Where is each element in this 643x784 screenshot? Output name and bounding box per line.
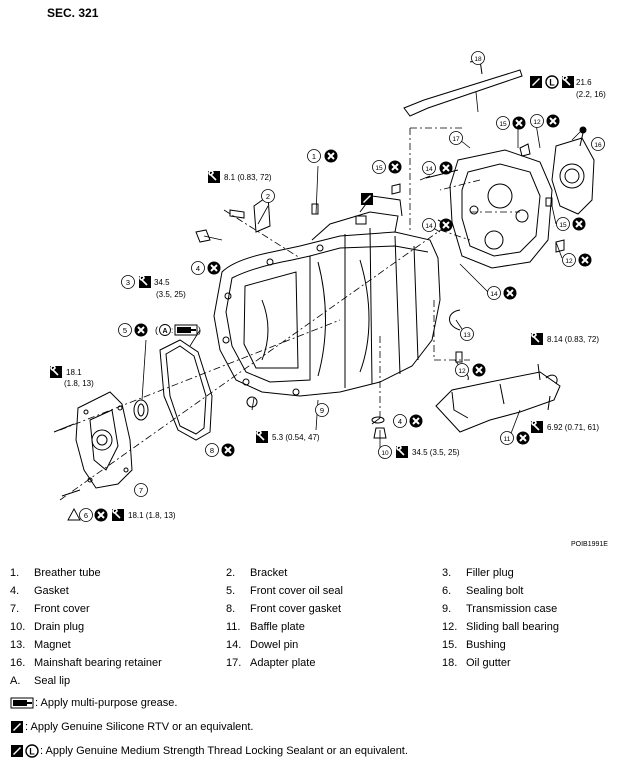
drain-plug-torque: 34.5 (3.5, 25): [412, 448, 460, 457]
warning-triangle-icon: [67, 508, 81, 521]
svg-text:L: L: [29, 747, 35, 757]
thread-lock-icon: [545, 75, 559, 89]
callout-15c-circle: [556, 217, 570, 231]
baffle-torque-b: 6.92 (0.71, 61): [547, 423, 599, 432]
callout-14a-circle: [422, 161, 436, 175]
seal-lip-letter: A: [162, 328, 167, 335]
figure-code: POIB1991E: [571, 541, 608, 548]
callout-15b-number: 15: [499, 121, 507, 128]
callout-18-circle: [471, 51, 485, 65]
x-circle-icon: [93, 113, 593, 523]
transmission-case: [213, 195, 441, 397]
callout-11-circle: [500, 431, 514, 445]
callout-10-number: 10: [381, 450, 389, 457]
rtv-note-text: : Apply Genuine Silicone RTV or an equiv…: [25, 721, 254, 733]
callout-4a-number: 4: [196, 264, 200, 273]
callout-2-circle: [261, 189, 275, 203]
oil-gutter: [403, 59, 523, 117]
callout-14b-number: 14: [425, 223, 433, 230]
callout-16-circle: [591, 137, 605, 151]
callout-4a-circle: [191, 261, 205, 275]
callout-2-number: 2: [266, 192, 270, 201]
callout-14a-number: 14: [425, 166, 433, 173]
callout-13-circle: [460, 327, 474, 341]
callout-16-number: 16: [594, 142, 602, 149]
bearing-retainer: [551, 126, 595, 215]
callout-14c-circle: [487, 286, 501, 300]
symbol-notes: : Apply multi-purpose grease. : Apply Ge…: [10, 693, 408, 765]
callout-8-circle: [205, 443, 219, 457]
callout-7-number: 7: [139, 486, 143, 495]
sealant-tube-icon: [11, 721, 23, 734]
callout-1-number: 1: [312, 152, 316, 161]
grease-gun-icon: [174, 324, 198, 336]
leader-lines: [141, 91, 581, 448]
sealant-tube-icon: [11, 745, 23, 758]
callout-1-circle: [307, 149, 321, 163]
grease-gun-icon: [10, 697, 34, 709]
rtv-note: : Apply Genuine Silicone RTV or an equiv…: [10, 717, 408, 741]
section-title: SEC. 321: [47, 6, 99, 20]
baffle-torque-a: 8.14 (0.83, 72): [547, 335, 599, 344]
callout-6-number: 6: [84, 511, 88, 520]
grease-note-text: : Apply multi-purpose grease.: [35, 697, 178, 709]
front-cover-torque: 18.1: [66, 368, 82, 377]
callout-6-circle: [79, 508, 93, 522]
callout-4b-circle: [393, 414, 407, 428]
callout-12a-number: 12: [533, 119, 541, 126]
callout-8-number: 8: [210, 446, 214, 455]
exploded-diagram: L: [49, 51, 606, 523]
callout-15c-number: 15: [559, 222, 567, 229]
front-cover-gasket: [159, 339, 213, 441]
svg-text::: :: [171, 326, 173, 335]
oil-seal: [133, 399, 149, 421]
gutter-bolt-torque-alt: (2.2, 16): [576, 90, 606, 99]
callout-9-number: 9: [320, 406, 324, 415]
callout-12c-circle: [455, 363, 469, 377]
lock-note: L : Apply Genuine Medium Strength Thread…: [10, 741, 408, 765]
small-parts: [53, 143, 565, 497]
parts-legend: 1.Breather tube 2.Bracket 3.Filler plug …: [10, 567, 559, 687]
callout-7-circle: [134, 483, 148, 497]
baffle-plate: [435, 371, 561, 433]
callout-12c-number: 12: [458, 368, 466, 375]
sealing-bolt-torque: 18.1 (1.8, 13): [128, 511, 176, 520]
svg-text:(: (: [155, 325, 158, 335]
callout-5-number: 5: [123, 326, 127, 335]
callout-17-circle: [449, 131, 463, 145]
thread-lock-icon: L: [25, 744, 39, 758]
svg-text:): ): [198, 325, 201, 335]
callout-3-circle: [121, 275, 135, 289]
callout-17-number: 17: [452, 136, 460, 143]
case-bolt-torque: 5.3 (0.54, 47): [272, 433, 320, 442]
filler-plug-torque-alt: (3.5, 25): [156, 290, 186, 299]
callout-12a-circle: [530, 114, 544, 128]
callout-15a-number: 15: [375, 165, 383, 172]
callout-5-circle: [118, 323, 132, 337]
gutter-bolt-torque: 21.6: [576, 78, 592, 87]
adapter-plate: [449, 149, 553, 269]
filler-plug-torque: 34.5: [154, 278, 170, 287]
callout-13-number: 13: [463, 332, 471, 339]
callout-12b-number: 12: [565, 258, 573, 265]
seal-lip-marker: ( A : ): [155, 324, 201, 336]
front-cover: [75, 391, 133, 489]
bracket-bolt-torque: 8.1 (0.83, 72): [224, 173, 272, 182]
callout-15b-circle: [496, 116, 510, 130]
front-cover-torque-alt: (1.8, 13): [64, 379, 94, 388]
callout-4b-number: 4: [398, 417, 402, 426]
callout-11-number: 11: [504, 436, 511, 443]
callout-12b-circle: [562, 253, 576, 267]
callout-18-number: 18: [474, 56, 482, 63]
callout-14c-number: 14: [490, 291, 498, 298]
callout-15a-circle: [372, 160, 386, 174]
lock-note-text: : Apply Genuine Medium Strength Thread L…: [40, 745, 408, 757]
assembly-lines: [59, 127, 520, 501]
grease-note: : Apply multi-purpose grease.: [10, 693, 408, 717]
callout-10-circle: [378, 445, 392, 459]
callout-9-circle: [315, 403, 329, 417]
callout-3-number: 3: [126, 278, 130, 287]
callout-14b-circle: [422, 218, 436, 232]
